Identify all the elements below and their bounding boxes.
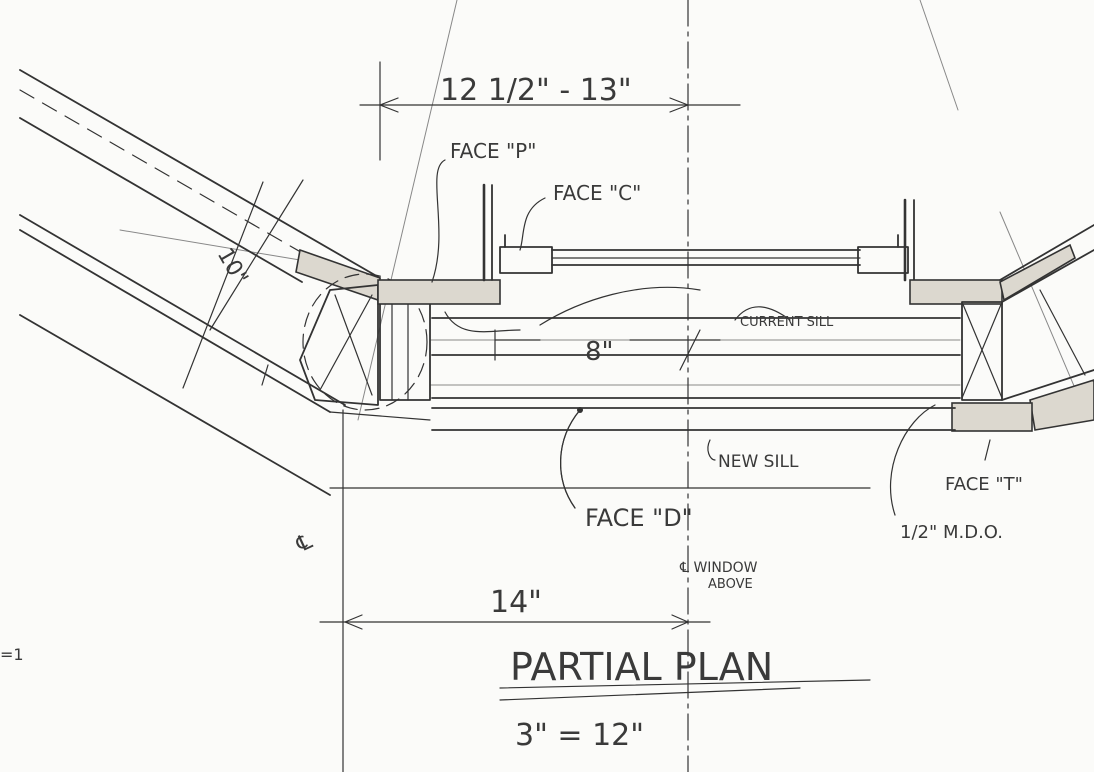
- face-t-label: FACE "T": [945, 474, 1023, 495]
- face-p-block: [377, 183, 501, 305]
- new-sill-label: NEW SILL: [718, 452, 799, 472]
- drawing-scale: 3" = 12": [515, 718, 644, 753]
- current-sill-label: CURRENT SILL: [740, 315, 834, 330]
- window-above-label: ℄ WINDOW: [679, 560, 758, 576]
- dimension-top-text: 12 1/2" - 13": [440, 73, 632, 108]
- dimension-bottom-text: 14": [490, 585, 542, 620]
- dimension-sill-text: 8": [585, 337, 614, 367]
- right-corner-assembly: [909, 224, 1094, 432]
- corner-detail-circle: [299, 273, 431, 411]
- dimension-top: 12 1/2" - 13": [359, 73, 741, 113]
- centerlines: [342, 0, 689, 772]
- mdo-label: 1/2" M.D.O.: [900, 522, 1003, 543]
- window-sash: [499, 198, 915, 282]
- margin-mark: =1: [0, 645, 24, 664]
- leader-lines: [431, 159, 991, 701]
- drawing-title: PARTIAL PLAN: [510, 645, 773, 689]
- left-angled-wall: [19, 69, 431, 496]
- face-p-label: FACE "P": [450, 139, 536, 163]
- dimension-bottom: 14": [319, 585, 711, 630]
- face-c-label: FACE "C": [553, 181, 641, 205]
- dimension-sill: 8": [494, 329, 721, 371]
- centerline-symbol: ℄: [292, 529, 317, 558]
- sill-lines: [329, 317, 961, 489]
- window-above-label-2: ABOVE: [708, 577, 753, 592]
- face-d-label: FACE "D": [585, 504, 693, 532]
